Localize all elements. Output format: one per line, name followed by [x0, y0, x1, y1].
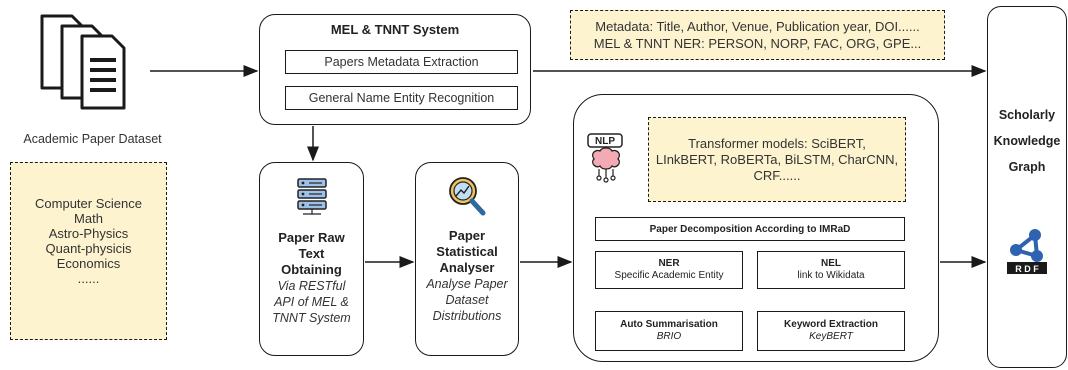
keyword-model: KeyBERT — [809, 331, 853, 342]
dataset-label: Academic Paper Dataset — [23, 132, 162, 146]
ner-step: General Name Entity Recognition — [285, 86, 518, 110]
title-line: Paper Raw — [278, 230, 345, 245]
ner-types-line: MEL & TNNT NER: PERSON, NORP, FAC, ORG, … — [593, 36, 922, 51]
transformer-models-note: Transformer models: SciBERT, LInkBERT, R… — [648, 117, 906, 202]
auto-summarisation-box: Auto Summarisation BRIO — [595, 311, 743, 351]
raw-text-obtaining-box: Paper Raw Text Obtaining Via RESTful API… — [259, 162, 364, 356]
nlp-icon-label: NLP — [595, 136, 615, 147]
dataset-subjects-note: Computer Science Math Astro-Physics Quan… — [10, 162, 167, 340]
kg-title-line: Scholarly — [998, 108, 1056, 122]
ner-title: NER — [658, 258, 680, 269]
mel-tnnt-system-box: MEL & TNNT System Papers Metadata Extrac… — [259, 14, 531, 125]
nel-title: NEL — [821, 258, 841, 269]
title-line: Analyser — [439, 260, 495, 275]
subject-item: ...... — [77, 271, 100, 286]
kg-title-line: Graph — [1008, 160, 1046, 174]
ner-subtitle: Specific Academic Entity — [614, 270, 724, 281]
statistical-analyser-box: Paper Statistical Analyser Analyse Paper… — [415, 162, 519, 356]
metadata-note: Metadata: Title, Author, Venue, Publicat… — [570, 10, 945, 60]
analyser-description: Analyse Paper Dataset Distributions — [426, 276, 507, 324]
keyword-extraction-box: Keyword Extraction KeyBERT — [757, 311, 905, 351]
desc-line: Distributions — [432, 309, 502, 323]
mel-system-title: MEL & TNNT System — [330, 22, 460, 37]
ner-box: NER Specific Academic Entity — [595, 251, 743, 289]
nel-subtitle: link to Wikidata — [797, 270, 865, 281]
raw-text-title: Paper Raw Text Obtaining — [278, 230, 344, 278]
title-line: Statistical — [436, 244, 498, 259]
kg-title-line: Knowledge — [993, 134, 1061, 148]
title-line: Paper — [448, 228, 486, 243]
raw-text-description: Via RESTful API of MEL & TNNT System — [272, 278, 350, 326]
rdf-logo-icon: R D F — [1007, 226, 1047, 279]
models-line: CRF...... — [753, 167, 801, 183]
metadata-line: Metadata: Title, Author, Venue, Publicat… — [595, 19, 920, 34]
summarisation-title: Auto Summarisation — [620, 319, 718, 330]
summarisation-model: BRIO — [656, 331, 682, 342]
models-line: LInkBERT, RoBERTa, BiLSTM, CharCNN, — [655, 151, 899, 167]
title-line: Obtaining — [281, 262, 342, 277]
subject-item: Computer Science — [35, 196, 142, 211]
keyword-title: Keyword Extraction — [784, 319, 878, 330]
subject-item: Math — [74, 211, 103, 226]
subject-item: Quant-physicis — [45, 241, 132, 256]
documents-icon — [38, 12, 138, 112]
rdf-label: R D F — [1015, 264, 1039, 274]
magnifier-chart-icon — [447, 175, 487, 222]
server-icon — [295, 177, 329, 222]
subject-item: Astro-Physics — [48, 226, 129, 241]
desc-line: Dataset — [445, 293, 489, 307]
kg-title: Scholarly Knowledge Graph — [994, 102, 1061, 180]
subject-item: Economics — [56, 256, 121, 271]
analyser-title: Paper Statistical Analyser — [436, 228, 497, 276]
title-line: Text — [298, 246, 325, 261]
desc-line: Via RESTful — [277, 279, 346, 293]
desc-line: TNNT System — [272, 311, 351, 325]
nlp-panel: NLP Transformer models: SciBERT, LInkBER… — [573, 94, 939, 362]
metadata-extraction-step: Papers Metadata Extraction — [285, 50, 518, 74]
imrad-decomposition-box: Paper Decomposition According to IMRaD — [595, 217, 905, 241]
nel-box: NEL link to Wikidata — [757, 251, 905, 289]
desc-line: API of MEL & — [274, 295, 349, 309]
models-line: Transformer models: SciBERT, — [688, 135, 866, 151]
nlp-brain-icon: NLP — [586, 133, 626, 183]
knowledge-graph-box: Scholarly Knowledge Graph R D F — [987, 6, 1067, 368]
desc-line: Analyse Paper — [426, 277, 508, 291]
